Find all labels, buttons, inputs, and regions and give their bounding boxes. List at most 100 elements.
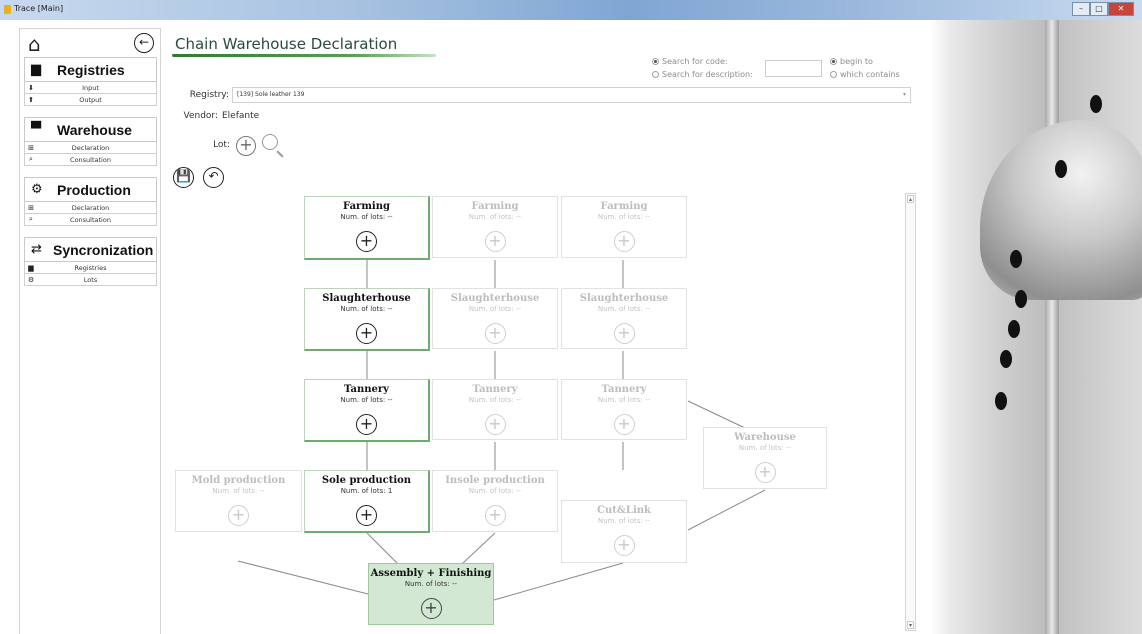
lot-label: Lot: <box>213 140 230 150</box>
node-title: Tannery <box>344 384 389 395</box>
node-title: Tannery <box>472 384 518 395</box>
add-icon[interactable]: + <box>484 505 506 526</box>
add-icon[interactable]: + <box>613 414 635 435</box>
chain-node-assembly-finishing[interactable]: Assembly + Finishing Num. of lots: -- + <box>368 563 494 625</box>
add-icon[interactable]: + <box>356 414 377 435</box>
lots-label: Num. of lots: <box>468 396 514 404</box>
sidebar-item-label: Declaration <box>71 143 110 152</box>
node-lots: Num. of lots: 1 <box>305 487 428 495</box>
add-icon[interactable]: + <box>356 323 377 344</box>
chain-node-tannery-1[interactable]: Tannery Num. of lots: -- + <box>304 379 430 442</box>
lots-label: Num. of lots: <box>468 487 514 495</box>
search-box-icon: ⌕ <box>29 155 33 163</box>
chain-node-warehouse[interactable]: Warehouse Num. of lots: -- + <box>703 427 827 489</box>
registry-select[interactable]: [139] Sole leather 139▾ <box>232 87 911 103</box>
node-title: Insole production <box>445 475 545 486</box>
close-button[interactable]: ✕ <box>1108 2 1134 16</box>
begin-to-option[interactable]: begin to <box>830 57 873 66</box>
lots-label: Num. of lots: <box>597 396 643 404</box>
connector-line <box>237 560 369 595</box>
search-description-option[interactable]: Search for description: <box>652 70 753 79</box>
section-syncronization: ⇄ Syncronization ▆Registries ⚙Lots <box>24 237 157 286</box>
lots-value: -- <box>516 487 522 495</box>
sidebar-item-sync-lots[interactable]: ⚙Lots <box>24 274 157 286</box>
sidebar-item-input[interactable]: ⬇Input <box>24 82 157 94</box>
node-title: Farming <box>471 201 519 212</box>
lots-value: -- <box>786 444 792 452</box>
node-lots: Num. of lots: -- <box>562 213 686 221</box>
chain-node-cut-link[interactable]: Cut&Link Num. of lots: -- + <box>561 500 687 563</box>
lots-value: -- <box>645 213 651 221</box>
lots-value: -- <box>516 396 522 404</box>
chain-node-farming-3[interactable]: Farming Num. of lots: -- + <box>561 196 687 258</box>
sidebar-item-production-consultation[interactable]: ⌕Consultation <box>24 214 157 226</box>
chain-node-sole-production[interactable]: Sole production Num. of lots: 1 + <box>304 470 430 533</box>
sidebar-item-sync-registries[interactable]: ▆Registries <box>24 262 157 274</box>
undo-button[interactable]: ↶ <box>203 167 224 188</box>
add-icon[interactable]: + <box>613 231 635 252</box>
sidebar-item-warehouse-declaration[interactable]: ⊞ Declaration <box>24 142 157 154</box>
sidebar-item-output[interactable]: ⬆Output <box>24 94 157 106</box>
lots-label: Num. of lots: <box>340 396 386 404</box>
back-arrow-icon[interactable]: ← <box>134 33 154 53</box>
add-icon[interactable]: + <box>613 535 635 556</box>
lots-label: Num. of lots: <box>468 305 514 313</box>
node-lots: Num. of lots: -- <box>704 444 826 452</box>
vertical-scrollbar[interactable]: ▴ ▾ <box>905 193 916 631</box>
plus-box-icon: ⊞ <box>28 203 34 212</box>
section-registries-header[interactable]: ▆ Registries <box>24 57 157 82</box>
chain-node-tannery-3[interactable]: Tannery Num. of lots: -- + <box>561 379 687 440</box>
section-syncronization-header[interactable]: ⇄ Syncronization <box>24 237 157 262</box>
search-input[interactable] <box>765 60 822 77</box>
add-icon[interactable]: + <box>613 323 635 344</box>
contains-option[interactable]: which contains <box>830 70 900 79</box>
plus-box-icon: ⊞ <box>28 143 34 152</box>
add-icon[interactable]: + <box>420 598 442 619</box>
wall-edge <box>1045 20 1059 634</box>
chain-node-slaughterhouse-2[interactable]: Slaughterhouse Num. of lots: -- + <box>432 288 558 349</box>
connector-line <box>493 562 624 601</box>
node-lots: Num. of lots: -- <box>562 396 686 404</box>
chain-node-mold-production[interactable]: Mold production Num. of lots: -- + <box>175 470 302 532</box>
save-button[interactable]: 💾 <box>173 167 194 188</box>
search-lot-icon[interactable] <box>262 134 278 150</box>
add-icon[interactable]: + <box>356 505 377 526</box>
add-icon[interactable]: + <box>484 231 506 252</box>
section-production-header[interactable]: ⚙ Production <box>24 177 157 202</box>
section-registries: ▆ Registries ⬇Input ⬆Output <box>24 57 157 106</box>
section-warehouse-header[interactable]: ▀ Warehouse <box>24 117 157 142</box>
chain-node-insole-production[interactable]: Insole production Num. of lots: -- + <box>432 470 558 532</box>
page-title: Chain Warehouse Declaration <box>175 35 398 53</box>
radio-icon <box>830 71 837 78</box>
add-icon[interactable]: + <box>228 505 249 526</box>
minimize-button[interactable]: – <box>1072 2 1090 16</box>
chain-node-slaughterhouse-1[interactable]: Slaughterhouse Num. of lots: -- + <box>304 288 430 351</box>
scroll-down-icon[interactable]: ▾ <box>907 621 914 629</box>
window-title: Trace [Main] <box>14 4 64 13</box>
chain-node-farming-1[interactable]: Farming Num. of lots: -- + <box>304 196 430 260</box>
add-icon[interactable]: + <box>356 231 377 252</box>
node-title: Mold production <box>191 475 286 486</box>
node-title: Sole production <box>321 475 412 486</box>
chain-node-farming-2[interactable]: Farming Num. of lots: -- + <box>432 196 558 258</box>
section-label: Syncronization <box>53 241 154 258</box>
search-code-option[interactable]: Search for code: <box>652 57 728 66</box>
sidebar-item-warehouse-consultation[interactable]: ⌕Consultation <box>24 154 157 166</box>
radio-icon <box>652 71 659 78</box>
home-icon[interactable]: ⌂ <box>28 32 41 56</box>
chain-node-tannery-2[interactable]: Tannery Num. of lots: -- + <box>432 379 558 440</box>
maximize-button[interactable]: □ <box>1090 2 1108 16</box>
add-icon[interactable]: + <box>484 414 506 435</box>
add-lot-button[interactable]: + <box>236 136 256 156</box>
chain-node-slaughterhouse-3[interactable]: Slaughterhouse Num. of lots: -- + <box>561 288 687 349</box>
lots-value: -- <box>645 305 651 313</box>
search-code-label: Search for code: <box>662 57 728 66</box>
add-icon[interactable]: + <box>484 323 506 344</box>
sidebar-item-production-declaration[interactable]: ⊞Declaration <box>24 202 157 214</box>
scroll-up-icon[interactable]: ▴ <box>907 195 914 203</box>
lots-label: Num. of lots: <box>404 580 450 588</box>
lots-label: Num. of lots: <box>340 305 386 313</box>
add-icon[interactable]: + <box>754 462 776 483</box>
radio-icon <box>652 58 659 65</box>
lots-label: Num. of lots: <box>738 444 784 452</box>
